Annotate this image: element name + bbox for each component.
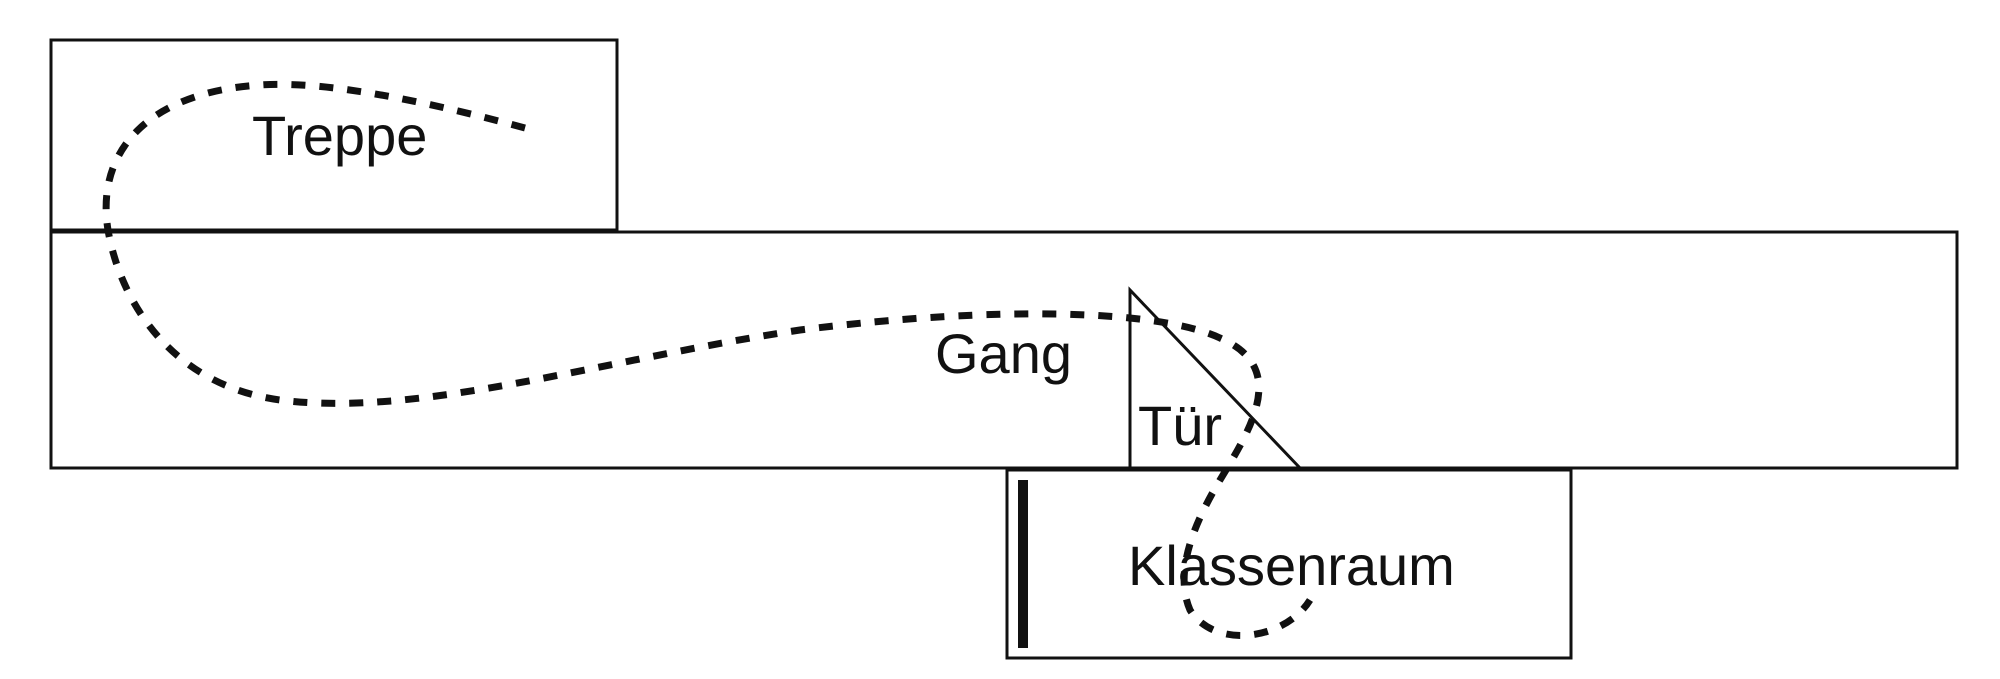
hallway-label: Gang (935, 322, 1072, 385)
door-shape (1128, 286, 1302, 470)
blackboard (1018, 480, 1028, 648)
classroom-room (1005, 468, 1573, 660)
stairs-room (49, 38, 619, 232)
classroom-label: Klassenraum (1128, 534, 1455, 597)
hallway-room (49, 230, 1959, 470)
door-label: Tür (1138, 394, 1222, 457)
stairs-label: Treppe (252, 104, 427, 167)
walking-route-path (102, 80, 1313, 639)
